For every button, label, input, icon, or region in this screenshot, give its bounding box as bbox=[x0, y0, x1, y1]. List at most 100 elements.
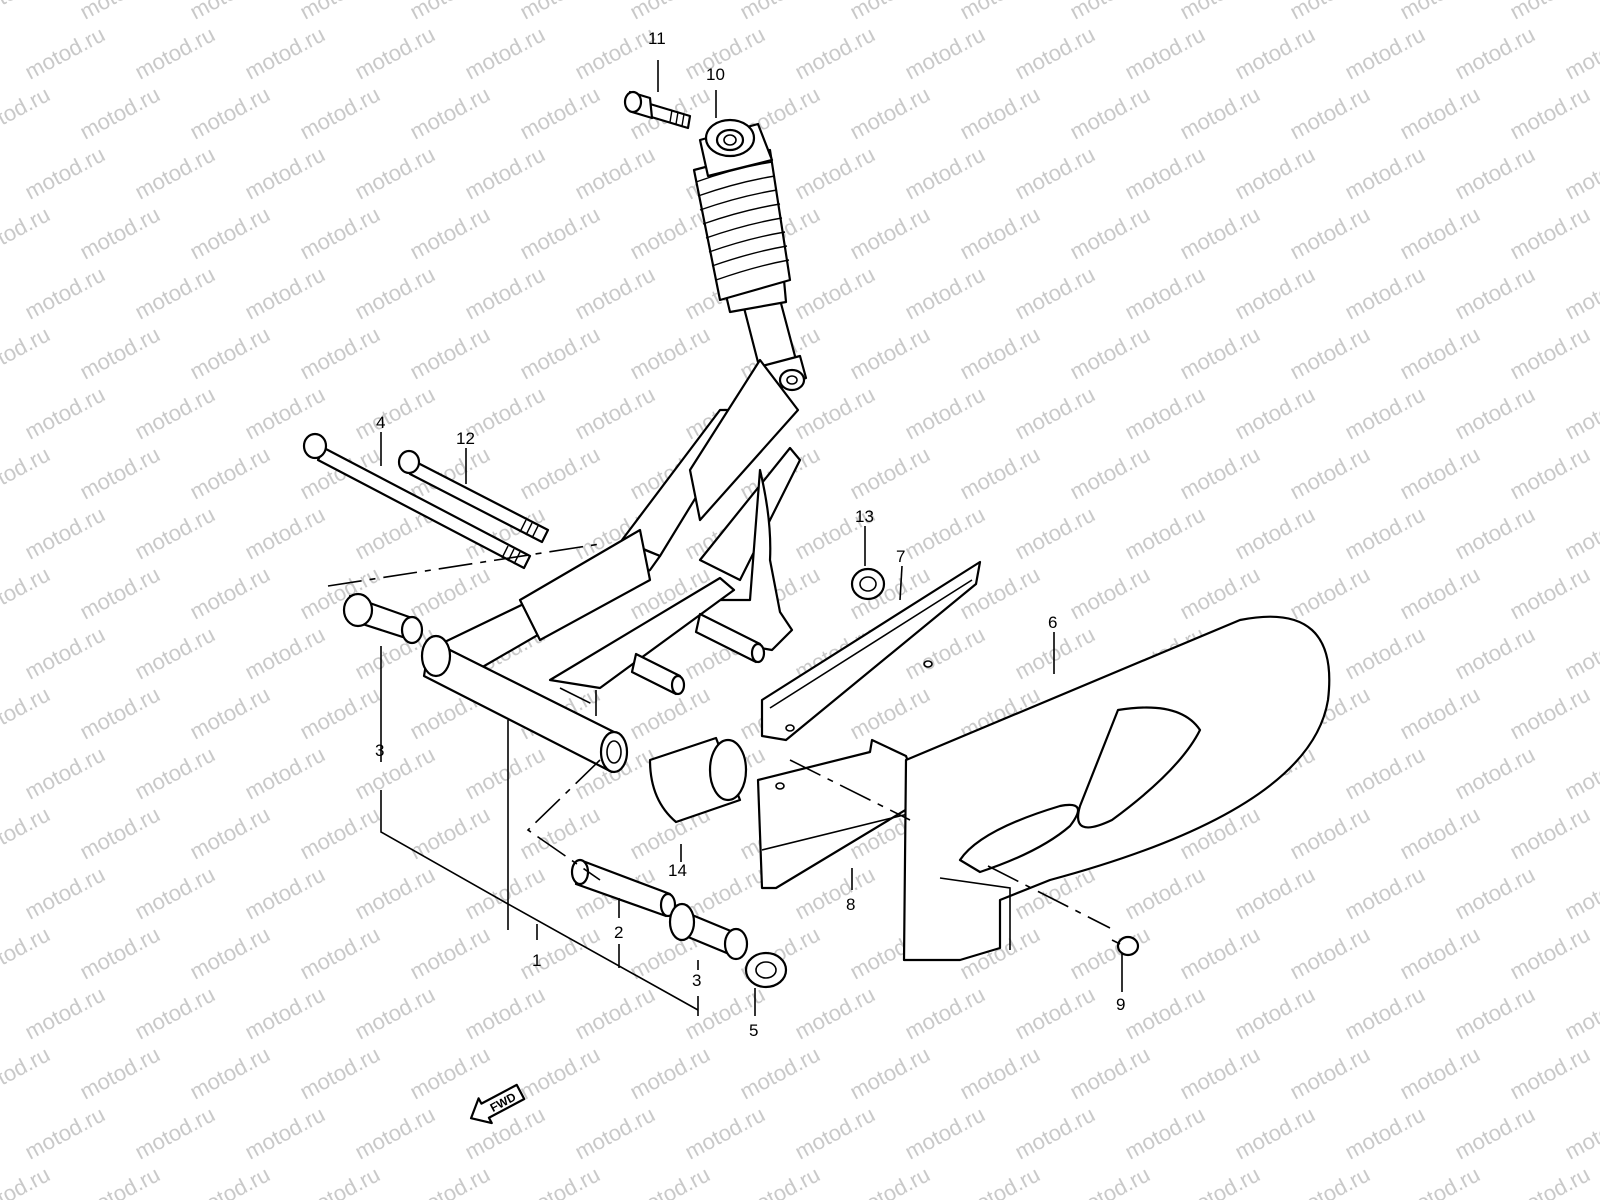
watermark-text: motod.ru bbox=[131, 502, 219, 565]
watermark-text: motod.ru bbox=[901, 1102, 989, 1165]
watermark-text: motod.ru bbox=[21, 982, 109, 1045]
watermark-text: motod.ru bbox=[1286, 0, 1374, 24]
callouts: 11 10 4 12 13 7 6 3 14 8 2 1 3 9 5 bbox=[375, 29, 1125, 1040]
watermark-text: motod.ru bbox=[516, 1162, 604, 1200]
watermark-text: motod.ru bbox=[461, 862, 549, 925]
watermark-text: motod.ru bbox=[901, 22, 989, 85]
watermark-text: motod.ru bbox=[76, 1042, 164, 1105]
watermark-text: motod.ru bbox=[76, 202, 164, 265]
watermark-text: motod.ru bbox=[1011, 382, 1099, 445]
watermark-text: motod.ru bbox=[1231, 22, 1319, 85]
watermark-text: motod.ru bbox=[186, 802, 274, 865]
watermark-text: motod.ru bbox=[1231, 262, 1319, 325]
watermark-text: motod.ru bbox=[1176, 322, 1264, 385]
watermark-text: motod.ru bbox=[1011, 142, 1099, 205]
watermark-text: motod.ru bbox=[131, 22, 219, 85]
watermark-text: motod.ru bbox=[406, 1162, 494, 1200]
watermark-text: motod.ru bbox=[0, 82, 54, 145]
watermark-text: motod.ru bbox=[21, 502, 109, 565]
watermark-text: motod.ru bbox=[1231, 862, 1319, 925]
watermark-text: motod.ru bbox=[186, 82, 274, 145]
watermark-text: motod.ru bbox=[1396, 922, 1484, 985]
watermark-text: motod.ru bbox=[1506, 82, 1594, 145]
watermark-text: motod.ru bbox=[76, 922, 164, 985]
watermark-text: motod.ru bbox=[1341, 982, 1429, 1045]
watermark-text: motod.ru bbox=[1341, 502, 1429, 565]
watermark-text: motod.ru bbox=[736, 1042, 824, 1105]
watermark-text: motod.ru bbox=[1451, 622, 1539, 685]
watermark-text: motod.ru bbox=[1396, 0, 1484, 24]
watermark-text: motod.ru bbox=[1121, 502, 1209, 565]
watermark-text: motod.ru bbox=[1066, 922, 1154, 985]
watermark-text: motod.ru bbox=[296, 922, 384, 985]
watermark-text: motod.ru bbox=[76, 802, 164, 865]
watermark-text: motod.ru bbox=[571, 22, 659, 85]
bolt-12 bbox=[397, 449, 550, 544]
watermark-text: motod.ru bbox=[1561, 1102, 1600, 1165]
watermark-text: motod.ru bbox=[296, 0, 384, 24]
watermark-text: motod.ru bbox=[76, 82, 164, 145]
watermark-text: motod.ru bbox=[186, 682, 274, 745]
watermark-text: motod.ru bbox=[406, 1042, 494, 1105]
watermark-text: motod.ru bbox=[1341, 1102, 1429, 1165]
callout-5: 5 bbox=[749, 1021, 758, 1040]
watermark-text: motod.ru bbox=[791, 382, 879, 445]
watermark-text: motod.ru bbox=[461, 982, 549, 1045]
watermark-text: motod.ru bbox=[0, 802, 54, 865]
watermark-text: motod.ru bbox=[1396, 202, 1484, 265]
watermark-text: motod.ru bbox=[351, 22, 439, 85]
watermark-text: motod.ru bbox=[21, 742, 109, 805]
watermark-text: motod.ru bbox=[1506, 1042, 1594, 1105]
watermark-text: motod.ru bbox=[0, 0, 54, 24]
watermark-text: motod.ru bbox=[1561, 262, 1600, 325]
watermark-text: motod.ru bbox=[1451, 142, 1539, 205]
watermark-text: motod.ru bbox=[791, 22, 879, 85]
watermark-text: motod.ru bbox=[1506, 802, 1594, 865]
watermark-text: motod.ru bbox=[351, 142, 439, 205]
watermark-text: motod.ru bbox=[296, 682, 384, 745]
watermark-text: motod.ru bbox=[131, 862, 219, 925]
watermark-text: motod.ru bbox=[76, 562, 164, 625]
watermark-text: motod.ru bbox=[1451, 502, 1539, 565]
watermark-text: motod.ru bbox=[76, 682, 164, 745]
watermark-text: motod.ru bbox=[1286, 1042, 1374, 1105]
chain-case-6 bbox=[902, 615, 1331, 962]
watermark-text: motod.ru bbox=[131, 1102, 219, 1165]
watermark-text: motod.ru bbox=[1561, 982, 1600, 1045]
watermark-text: motod.ru bbox=[846, 1162, 934, 1200]
watermark-text: motod.ru bbox=[1506, 202, 1594, 265]
watermark-text: motod.ru bbox=[0, 922, 54, 985]
watermark-text: motod.ru bbox=[1176, 1162, 1264, 1200]
callout-7: 7 bbox=[896, 547, 905, 566]
watermark-text: motod.ru bbox=[241, 262, 329, 325]
watermark-text: motod.ru bbox=[1561, 382, 1600, 445]
bolt-11 bbox=[623, 90, 692, 130]
watermark-text: motod.ru bbox=[1451, 382, 1539, 445]
watermark-text: motod.ru bbox=[1011, 262, 1099, 325]
callout-1: 1 bbox=[532, 951, 541, 970]
callout-13: 13 bbox=[855, 507, 874, 526]
watermark-text: motod.ru bbox=[241, 502, 329, 565]
watermark-text: motod.ru bbox=[241, 982, 329, 1045]
watermark-text: motod.ru bbox=[1121, 382, 1209, 445]
watermark-text: motod.ru bbox=[406, 802, 494, 865]
watermark-text: motod.ru bbox=[241, 622, 329, 685]
watermark-text: motod.ru bbox=[1286, 802, 1374, 865]
watermark-text: motod.ru bbox=[956, 442, 1044, 505]
watermark-text: motod.ru bbox=[186, 322, 274, 385]
watermark-text: motod.ru bbox=[1176, 562, 1264, 625]
watermark-text: motod.ru bbox=[791, 142, 879, 205]
watermark-text: motod.ru bbox=[1011, 22, 1099, 85]
callout-3b: 3 bbox=[692, 971, 701, 990]
watermark-text: motod.ru bbox=[1451, 1102, 1539, 1165]
bushing-3-lower bbox=[668, 902, 749, 961]
callout-4: 4 bbox=[376, 413, 385, 432]
watermark-text: motod.ru bbox=[1561, 22, 1600, 85]
nut-5 bbox=[744, 951, 788, 989]
watermark-text: motod.ru bbox=[956, 0, 1044, 24]
watermark-text: motod.ru bbox=[626, 1042, 714, 1105]
watermark-text: motod.ru bbox=[241, 742, 329, 805]
watermark-text: motod.ru bbox=[1506, 562, 1594, 625]
bolt-4 bbox=[302, 432, 532, 570]
